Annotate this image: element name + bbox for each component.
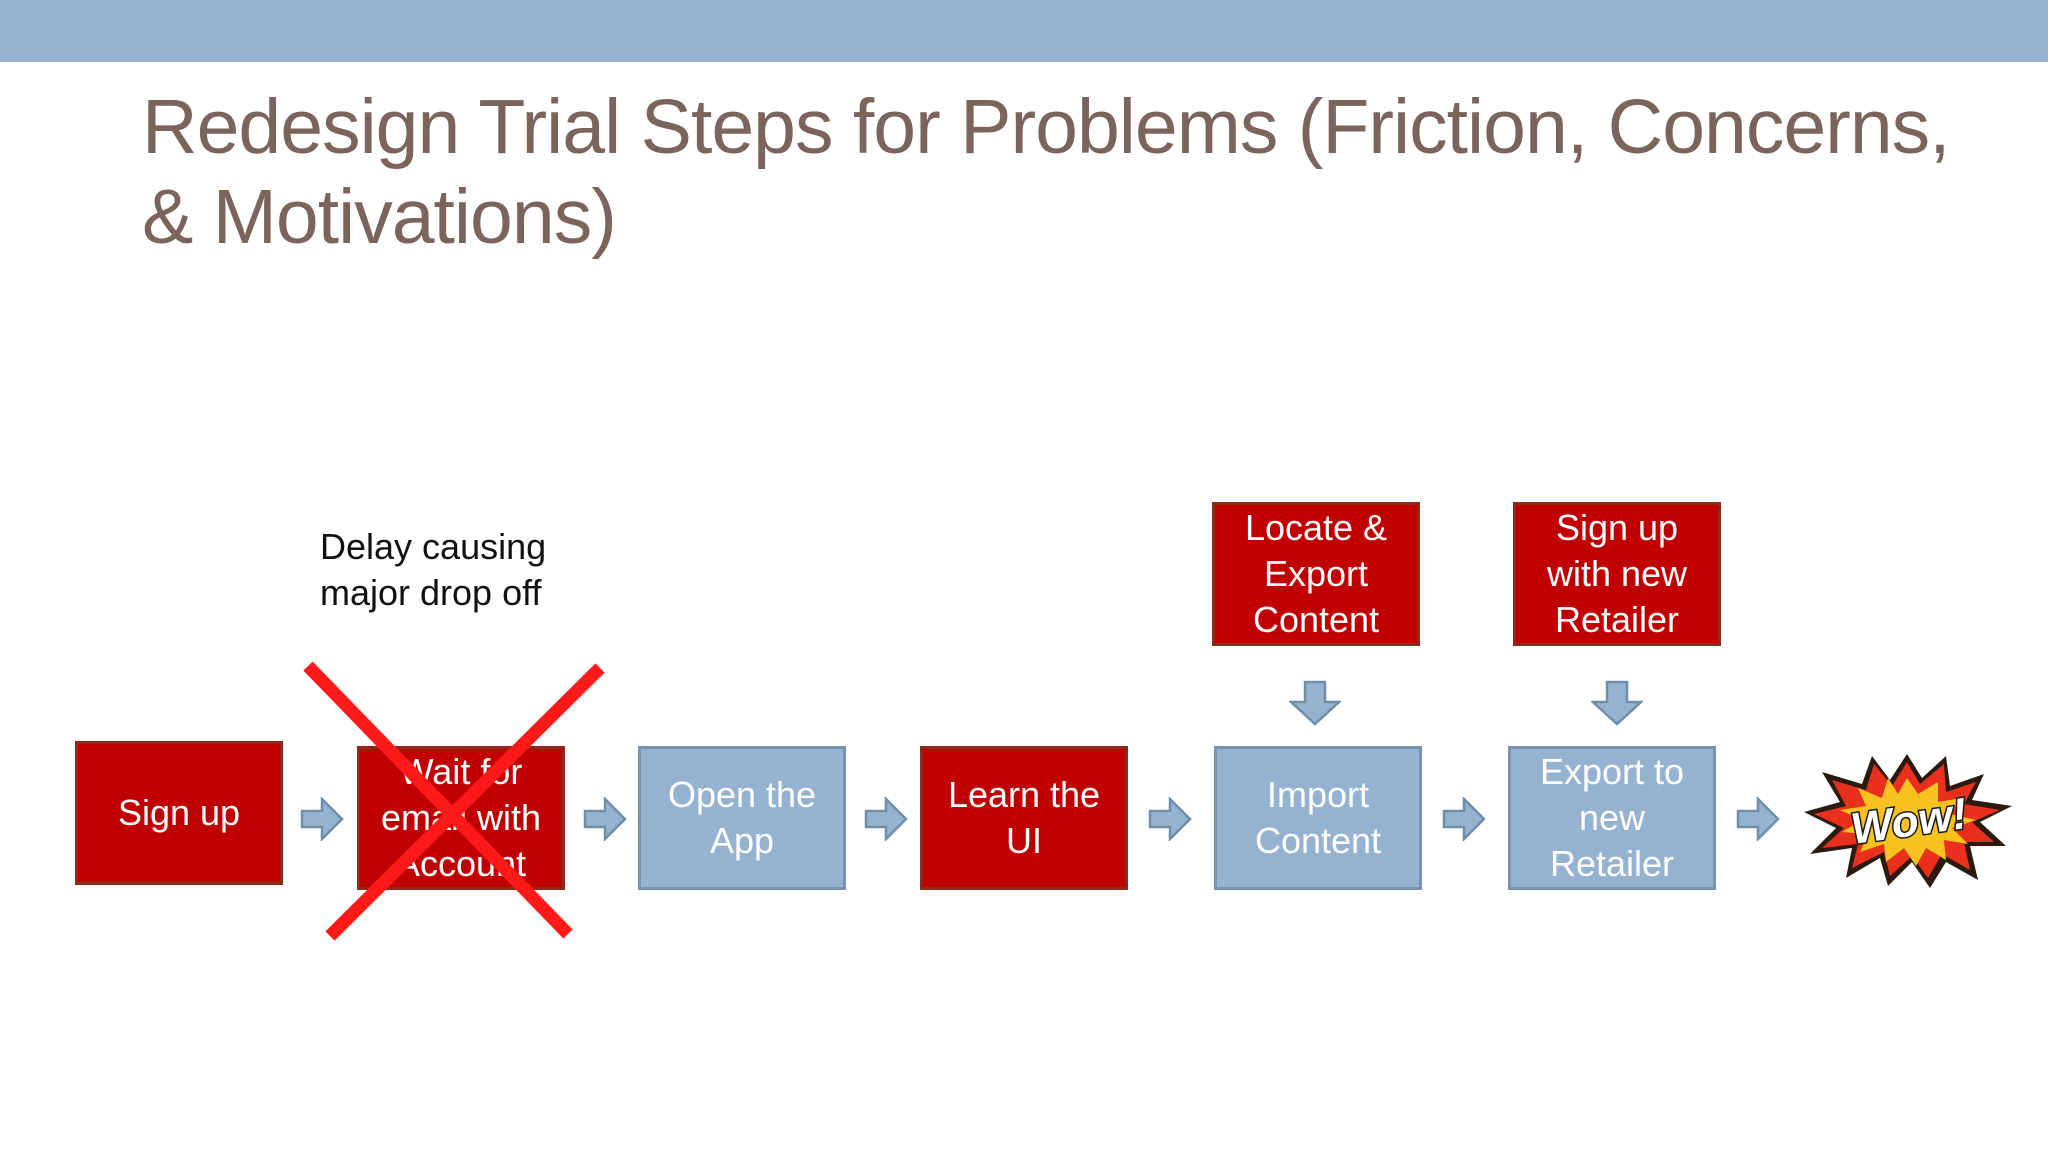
right-arrow-icon xyxy=(1442,797,1486,841)
right-arrow-shape xyxy=(583,797,627,841)
step-sign-up: Sign up xyxy=(75,741,283,885)
step-learn-the-ui: Learn the UI xyxy=(920,746,1128,890)
right-arrow-shape xyxy=(1442,797,1486,841)
right-arrow-icon xyxy=(864,797,908,841)
right-arrow-icon xyxy=(1736,797,1780,841)
down-arrow-shape xyxy=(1591,680,1643,726)
slide-title: Redesign Trial Steps for Problems (Frict… xyxy=(142,84,1951,260)
step-import-content: Import Content xyxy=(1214,746,1422,890)
right-arrow-shape xyxy=(1736,797,1780,841)
top-band xyxy=(0,0,2048,62)
down-arrow-icon xyxy=(1289,680,1341,726)
step-label: Open the App xyxy=(667,774,817,861)
right-arrow-icon xyxy=(1148,797,1192,841)
step-open-the-app: Open the App xyxy=(638,746,846,890)
step-label: Import Content xyxy=(1254,774,1382,861)
prereq-label: Sign up with new Retailer xyxy=(1546,507,1688,640)
prereq-locate-export-content: Locate & Export Content xyxy=(1212,502,1420,646)
step-label: Learn the UI xyxy=(947,774,1101,861)
step-export-new-retailer: Export to new Retailer xyxy=(1508,746,1716,890)
comic-explosion-icon: Wow! xyxy=(1804,754,2012,888)
down-arrow-shape xyxy=(1289,680,1341,726)
right-arrow-icon xyxy=(583,797,627,841)
right-arrow-shape xyxy=(864,797,908,841)
cross-stroke-1 xyxy=(303,661,573,939)
right-arrow-shape xyxy=(300,797,344,841)
prereq-label: Locate & Export Content xyxy=(1244,507,1388,640)
right-arrow-icon xyxy=(300,797,344,841)
cross-stroke-2 xyxy=(325,663,605,941)
right-arrow-shape xyxy=(1148,797,1192,841)
cross-out-icon xyxy=(303,661,605,941)
step-label: Export to new Retailer xyxy=(1539,751,1685,884)
prereq-sign-up-new-retailer: Sign up with new Retailer xyxy=(1513,502,1721,646)
drop-off-callout: Delay causing major drop off xyxy=(320,526,547,613)
down-arrow-icon xyxy=(1591,680,1643,726)
burst-yellow xyxy=(1840,778,1976,866)
step-label: Sign up xyxy=(117,792,241,833)
